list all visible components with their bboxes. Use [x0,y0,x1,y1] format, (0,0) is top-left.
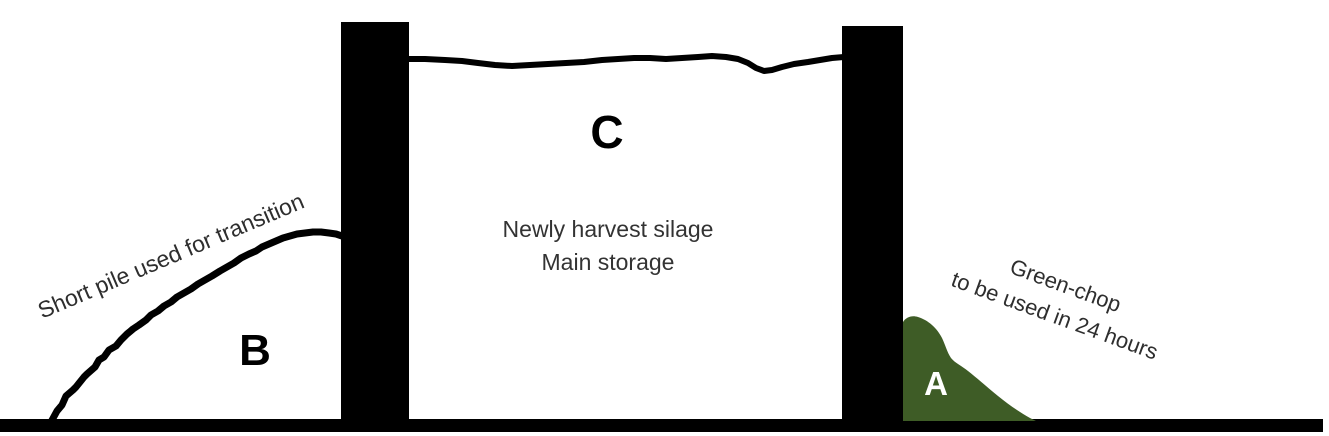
pile-b-label: B [239,326,271,375]
main-storage-caption-line1: Newly harvest silage [502,216,714,242]
pile-c-label: C [590,106,624,158]
left-bunker-wall [341,22,409,421]
transition-pile-outline [47,228,346,426]
main-storage-caption-line2: Main storage [541,249,675,275]
main-storage-surface-line [404,53,847,74]
right-bunker-wall [842,26,903,421]
green-chop-pile [903,316,1036,421]
main-storage-caption: Newly harvest silage Main storage [503,213,714,279]
pile-a-label: A [924,365,948,402]
ground-line [0,419,1323,432]
